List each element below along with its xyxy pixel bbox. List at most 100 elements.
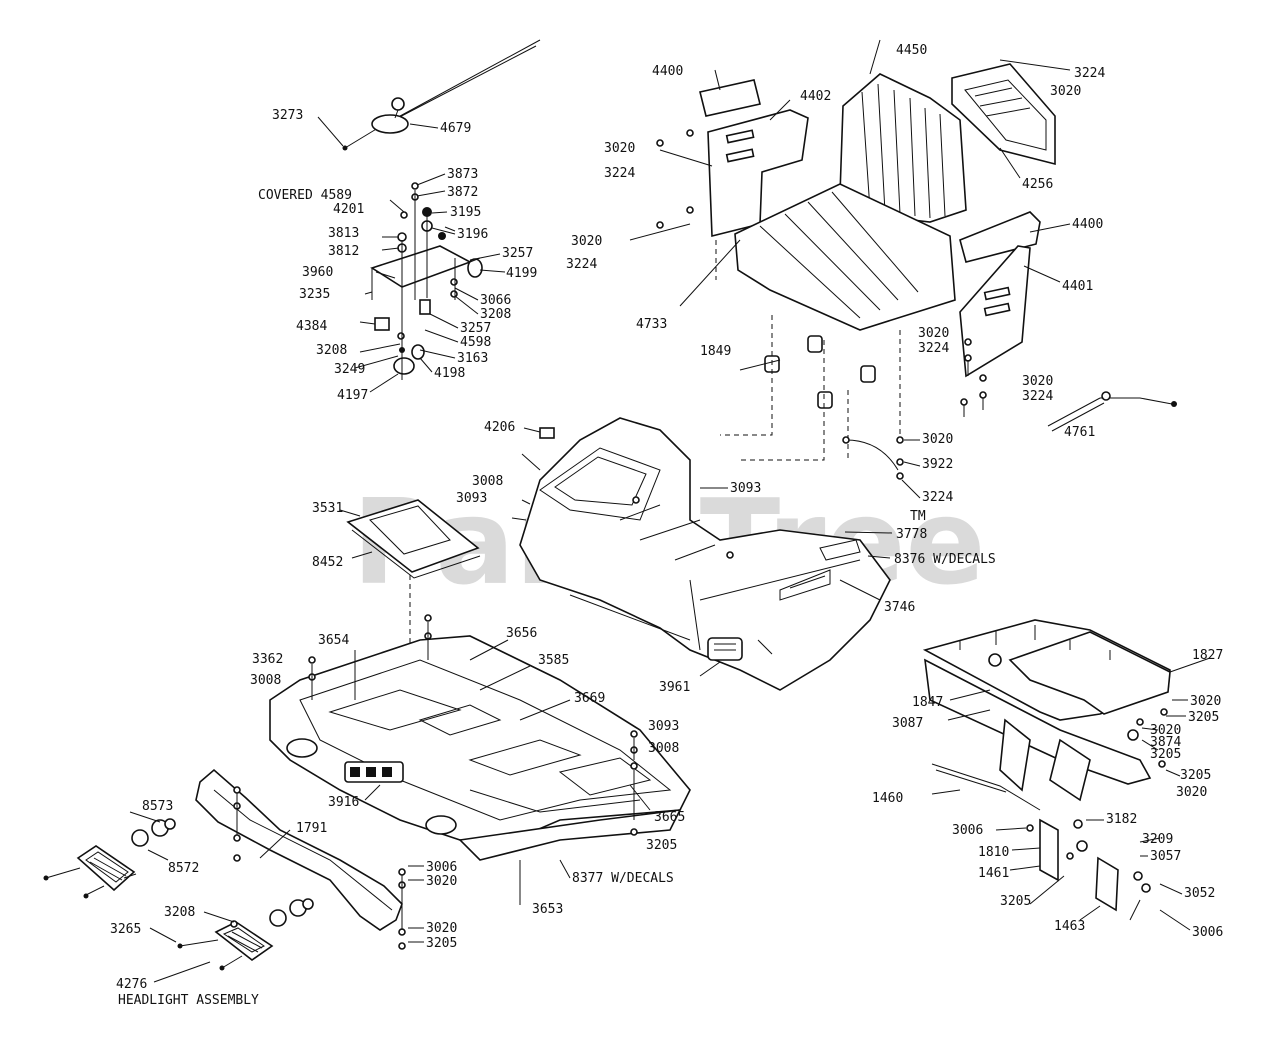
part-number-labels: 4400 4450 3224 3020 4402 3273 4679 3020 … bbox=[110, 43, 1223, 1008]
part-label: 3087 bbox=[892, 716, 923, 731]
part-label: 1791 bbox=[296, 821, 327, 836]
part-label: 3224 bbox=[566, 257, 597, 272]
part-label: 3208 bbox=[316, 343, 347, 358]
part-label: 8376 W/DECALS bbox=[894, 552, 996, 567]
part-label: 3020 bbox=[1022, 374, 1053, 389]
part-label: 3224 bbox=[604, 166, 635, 181]
part-label: 4206 bbox=[484, 420, 515, 435]
part-label: 3960 bbox=[302, 265, 333, 280]
part-label: 3020 bbox=[1190, 694, 1221, 709]
part-label: 3208 bbox=[480, 307, 511, 322]
part-label: 8572 bbox=[168, 861, 199, 876]
part-label: 3006 bbox=[952, 823, 983, 838]
part-label: 3235 bbox=[299, 287, 330, 302]
part-label: 3273 bbox=[272, 108, 303, 123]
part-label: 3196 bbox=[457, 227, 488, 242]
part-label: 4400 bbox=[1072, 217, 1103, 232]
part-label: 3205 bbox=[1180, 768, 1211, 783]
watermark-trademark: TM bbox=[910, 509, 926, 524]
part-label: 3006 bbox=[426, 860, 457, 875]
part-label: 4400 bbox=[652, 64, 683, 79]
part-label: 3654 bbox=[318, 633, 349, 648]
part-label: 3020 bbox=[426, 874, 457, 889]
part-label: 1461 bbox=[978, 866, 1009, 881]
part-label: HEADLIGHT ASSEMBLY bbox=[118, 993, 259, 1008]
part-label: 4384 bbox=[296, 319, 327, 334]
part-label: 3585 bbox=[538, 653, 569, 668]
part-label: 3020 bbox=[604, 141, 635, 156]
part-label: 1849 bbox=[700, 344, 731, 359]
part-label: 3020 bbox=[1050, 84, 1081, 99]
part-label: 3066 bbox=[480, 293, 511, 308]
part-label: 3916 bbox=[328, 795, 359, 810]
part-label: 3093 bbox=[456, 491, 487, 506]
part-label: 3093 bbox=[730, 481, 761, 496]
throttle-cable-assembly bbox=[317, 39, 541, 151]
part-label: 4679 bbox=[440, 121, 471, 136]
part-label: 3182 bbox=[1106, 812, 1137, 827]
part-label: 3922 bbox=[922, 457, 953, 472]
part-label: 3362 bbox=[252, 652, 283, 667]
part-label: 3205 bbox=[646, 838, 677, 853]
part-label: 3195 bbox=[450, 205, 481, 220]
part-label: 3008 bbox=[648, 741, 679, 756]
part-label: 4402 bbox=[800, 89, 831, 104]
part-label: COVERED 4589 bbox=[258, 188, 352, 203]
part-label: 3961 bbox=[659, 680, 690, 695]
part-label: 3746 bbox=[884, 600, 915, 615]
part-label: 3006 bbox=[1192, 925, 1223, 940]
part-label: 3205 bbox=[426, 936, 457, 951]
switch-plate-assembly bbox=[354, 173, 506, 393]
part-label: 4256 bbox=[1022, 177, 1053, 192]
part-label: 1847 bbox=[912, 695, 943, 710]
part-label: 3163 bbox=[457, 351, 488, 366]
part-label: 3778 bbox=[896, 527, 927, 542]
part-label: 3257 bbox=[460, 321, 491, 336]
part-label: 4199 bbox=[506, 266, 537, 281]
part-label: 3052 bbox=[1184, 886, 1215, 901]
part-label: 3531 bbox=[312, 501, 343, 516]
part-label: 4598 bbox=[460, 335, 491, 350]
part-label: 3249 bbox=[334, 362, 365, 377]
part-label: 3020 bbox=[1150, 723, 1181, 738]
part-label: 1463 bbox=[1054, 919, 1085, 934]
part-label: 1827 bbox=[1192, 648, 1223, 663]
part-label: 8452 bbox=[312, 555, 343, 570]
seat-switch-cable bbox=[1047, 391, 1177, 432]
part-label: 3872 bbox=[447, 185, 478, 200]
part-label: 3665 bbox=[654, 810, 685, 825]
front-frame bbox=[269, 614, 691, 905]
part-label: 3205 bbox=[1000, 894, 1031, 909]
part-label: 3653 bbox=[532, 902, 563, 917]
part-label: 3020 bbox=[571, 234, 602, 249]
part-label: 3224 bbox=[1074, 66, 1105, 81]
armrest-hardware bbox=[960, 338, 987, 417]
seat-assembly bbox=[629, 39, 1071, 461]
part-label: 1460 bbox=[872, 791, 903, 806]
part-label: 3008 bbox=[250, 673, 281, 688]
part-label: 3020 bbox=[918, 326, 949, 341]
part-label: 3873 bbox=[447, 167, 478, 182]
part-label: 4201 bbox=[333, 202, 364, 217]
part-label: 8573 bbox=[142, 799, 173, 814]
part-label: 3209 bbox=[1142, 832, 1173, 847]
part-label: 8377 W/DECALS bbox=[572, 871, 674, 886]
part-label: 4450 bbox=[896, 43, 927, 58]
part-label: 3205 bbox=[1188, 710, 1219, 725]
part-label: 4733 bbox=[636, 317, 667, 332]
part-label: 3265 bbox=[110, 922, 141, 937]
part-label: 3224 bbox=[922, 490, 953, 505]
part-label: 3008 bbox=[472, 474, 503, 489]
part-label: 3208 bbox=[164, 905, 195, 920]
part-label: 4276 bbox=[116, 977, 147, 992]
part-label: 3224 bbox=[1022, 389, 1053, 404]
part-label: 3874 bbox=[1150, 735, 1181, 750]
part-label: 4197 bbox=[337, 388, 368, 403]
rear-frame-hitch bbox=[922, 619, 1211, 931]
part-label: 3656 bbox=[506, 626, 537, 641]
part-label: 3057 bbox=[1150, 849, 1181, 864]
part-label: 4761 bbox=[1064, 425, 1095, 440]
part-label: 3224 bbox=[918, 341, 949, 356]
fender-body bbox=[511, 417, 921, 691]
